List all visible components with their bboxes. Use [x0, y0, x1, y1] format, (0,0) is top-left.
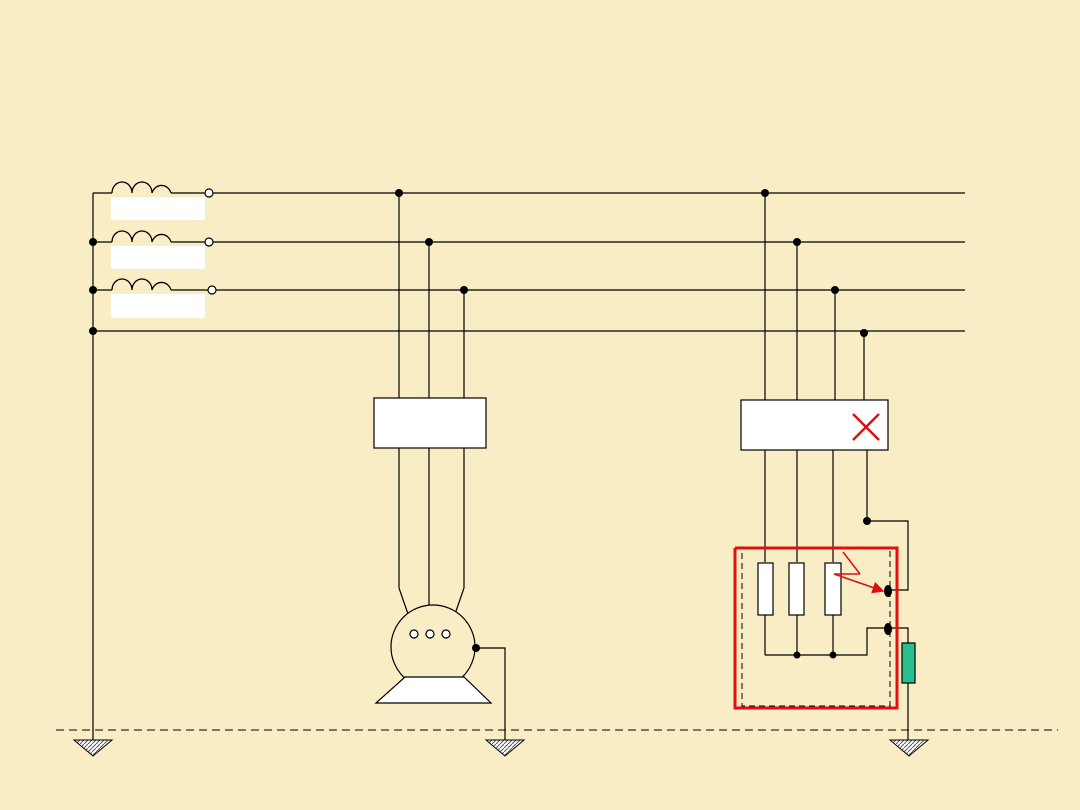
coil-icon — [111, 181, 172, 194]
ground-icon — [484, 739, 526, 757]
winding-label-box-1 — [111, 197, 205, 220]
load-resistor-1 — [757, 562, 774, 616]
ground-icon — [888, 739, 930, 757]
coil-icon — [111, 230, 172, 243]
coil-icon — [111, 278, 172, 291]
terminal-L3 — [207, 285, 217, 295]
winding-label-box-3 — [111, 294, 205, 318]
switch-box-right — [740, 399, 889, 451]
load-resistor-2 — [788, 562, 805, 616]
switch-box-left — [373, 397, 487, 449]
motor-icon — [374, 604, 493, 704]
load-resistor-3 — [824, 562, 842, 616]
highlight-frame — [733, 546, 899, 710]
terminal-L2 — [204, 237, 214, 247]
resistor-icon — [901, 642, 916, 684]
terminal-L1 — [204, 188, 214, 198]
winding-label-box-2 — [111, 246, 205, 269]
cross-icon — [852, 413, 880, 441]
fault-arrow — [833, 573, 885, 594]
ground-icon — [72, 739, 114, 757]
